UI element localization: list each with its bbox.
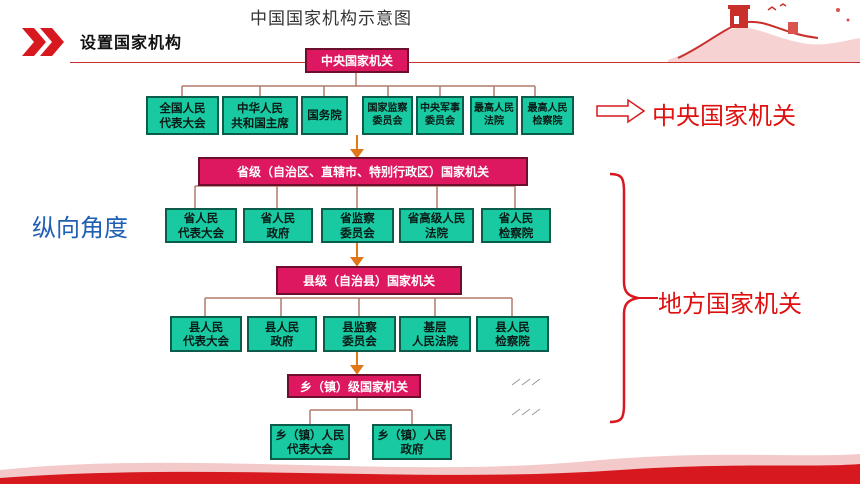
header-divider (70, 62, 860, 63)
national-supervisory-line2: 委员会 (372, 115, 403, 127)
provincial-government-box: 省人民政府 (243, 208, 313, 243)
central-organs-label: 中央国家机关 (652, 102, 796, 130)
supreme-procuratorate-box: 最高人民检察院 (521, 96, 574, 135)
county-supervisory-line2: 委员会 (342, 334, 377, 348)
national-supervisory-line1: 国家监察 (367, 103, 408, 114)
vertical-perspective-label: 纵向角度 (32, 214, 128, 242)
top-strip (0, 0, 860, 4)
county-procuratorate-line2: 检察院 (495, 334, 530, 348)
provincial-supervisory-line2: 委员会 (340, 225, 375, 240)
section-title: 设置国家机构 (80, 33, 183, 52)
provincial-organs-box: 省级（自治区、直辖市、特别行政区）国家机关 (198, 157, 528, 186)
township-government-line2: 政府 (400, 442, 424, 456)
supreme-procuratorate-line1: 最高人民 (527, 103, 568, 114)
provincial-supervisory-box: 省监察委员会 (321, 208, 394, 243)
local-organs-label: 地方国家机关 (658, 290, 802, 318)
provincial-procuratorate-line1: 省人民 (498, 211, 534, 226)
double-chevron-icon (22, 28, 64, 56)
npc-line1: 全国人民 (159, 101, 206, 116)
county-supervisory-line1: 县监察 (342, 319, 377, 334)
township-government-line1: 乡（镇）人民 (377, 427, 447, 442)
central-military-line1: 中央军事 (420, 103, 460, 114)
central-organs-box: 中央国家机关 (305, 48, 409, 73)
right-arrow-icon (596, 98, 646, 124)
provincial-congress-box: 省人民代表大会 (165, 208, 237, 243)
provincial-high-court-line1: 省高级人民 (407, 211, 466, 226)
county-congress-box: 县人民代表大会 (170, 316, 242, 352)
supreme-court-line2: 法院 (484, 115, 504, 127)
state-council-line1: 国务院 (307, 108, 342, 123)
national-supervisory-box: 国家监察委员会 (362, 96, 413, 135)
provincial-high-court-box: 省高级人民法院 (399, 208, 474, 243)
provincial-high-court-line2: 法院 (425, 225, 448, 240)
provincial-procuratorate-line2: 检察院 (498, 225, 534, 240)
provincial-supervisory-line1: 省监察 (340, 211, 375, 226)
supreme-court-line1: 最高人民 (474, 103, 514, 114)
county-supervisory-box: 县监察委员会 (323, 316, 396, 352)
county-procuratorate-line1: 县人民 (495, 319, 530, 334)
township-congress-line2: 代表大会 (287, 442, 333, 456)
provincial-government-line2: 政府 (266, 225, 290, 240)
central-military-line2: 委员会 (425, 115, 455, 127)
county-procuratorate-box: 县人民检察院 (476, 316, 549, 352)
supreme-court-box: 最高人民法院 (470, 96, 518, 135)
state-council-box: 国务院 (301, 96, 348, 135)
president-line2: 共和国主席 (231, 115, 289, 130)
county-basic-court-line2: 人民法院 (412, 334, 458, 348)
township-government-box: 乡（镇）人民政府 (372, 424, 452, 460)
provincial-congress-line1: 省人民 (183, 211, 219, 226)
diagram-title: 中国国家机构示意图 (250, 9, 412, 29)
township-congress-line1: 乡（镇）人民 (275, 427, 345, 442)
county-basic-court-box: 基层人民法院 (399, 316, 471, 352)
county-organs-box: 县级（自治县）国家机关 (276, 266, 462, 295)
county-basic-court-line1: 基层 (423, 319, 447, 334)
county-congress-line2: 代表大会 (183, 334, 229, 348)
county-congress-line1: 县人民 (188, 319, 224, 334)
supreme-procuratorate-line2: 检察院 (532, 115, 563, 127)
township-congress-box: 乡（镇）人民代表大会 (270, 424, 350, 460)
bottom-wave-decoration (0, 454, 860, 484)
great-wall-decoration-icon (668, 3, 860, 62)
curly-brace-icon (609, 172, 658, 424)
provincial-congress-line2: 代表大会 (178, 225, 224, 240)
central-military-box: 中央军事委员会 (416, 96, 464, 135)
township-organs-box: 乡（镇）级国家机关 (287, 374, 421, 398)
county-government-box: 县人民政府 (247, 316, 317, 352)
president-line1: 中华人民 (237, 101, 283, 116)
county-government-line2: 政府 (270, 334, 294, 348)
provincial-government-line1: 省人民 (260, 211, 296, 226)
county-government-line1: 县人民 (264, 319, 300, 334)
provincial-procuratorate-box: 省人民检察院 (481, 208, 551, 243)
npc-line2: 代表大会 (159, 115, 206, 130)
npc-box: 全国人民代表大会 (146, 96, 219, 135)
president-box: 中华人民共和国主席 (222, 96, 298, 135)
